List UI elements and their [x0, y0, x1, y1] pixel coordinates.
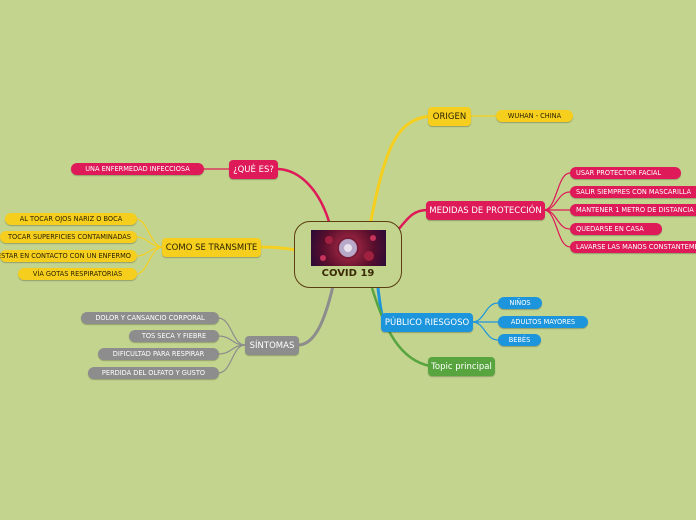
subtopic-bebes[interactable]: BEBÉS — [498, 334, 541, 346]
link-origen — [368, 114, 431, 226]
subtopic-perdida-olfato[interactable]: PERDIDA DEL OLFATO Y GUSTO — [88, 367, 219, 379]
subtopic-tos-fiebre[interactable]: TOS SECA Y FIEBRE — [129, 330, 219, 342]
subtopic-dificultad-respirar[interactable]: DIFICULTAD PARA RESPIRAR — [98, 348, 219, 360]
link-transmite — [259, 245, 297, 252]
topic-origen[interactable]: ORIGEN — [428, 107, 471, 126]
topic-que-es[interactable]: ¿QUÉ ES? — [229, 160, 278, 179]
subtopic-dolor-cansancio[interactable]: DOLOR Y CANSANCIO CORPORAL — [81, 312, 219, 324]
topic-principal[interactable]: Topic principal — [428, 357, 495, 376]
subtopic-lavarse-manos[interactable]: LAVARSE LAS MANOS CONSTANTEMENTE — [570, 241, 696, 253]
subtopic-superficies-contaminadas[interactable]: TOCAR SUPERFICIES CONTAMINADAS — [0, 231, 137, 243]
topic-sintomas[interactable]: SÍNTOMAS — [245, 336, 299, 355]
subtopic-adultos-mayores[interactable]: ADULTOS MAYORES — [498, 316, 588, 328]
subtopic-mascarilla[interactable]: SALIR SIEMPRES CON MASCARILLA — [570, 186, 696, 198]
topic-como-se-transmite[interactable]: COMO SE TRANSMITE — [162, 238, 261, 257]
subtopic-enfermedad-infecciosa[interactable]: UNA ENFERMEDAD INFECCIOSA — [71, 163, 204, 175]
link-que-es — [277, 167, 332, 226]
subtopic-gotas-respiratorias[interactable]: VÍA GOTAS RESPIRATORIAS — [18, 268, 137, 280]
subtopic-quedarse-casa[interactable]: QUEDARSE EN CASA — [570, 223, 662, 235]
subtopic-wuhan-china[interactable]: WUHAN - CHINA — [496, 110, 573, 122]
link-topic — [370, 287, 431, 368]
link-sintomas — [297, 285, 335, 347]
subtopic-contacto-enfermo[interactable]: ESTAR EN CONTACTO CON UN ENFERMO — [0, 250, 137, 262]
coronavirus-image — [311, 230, 386, 266]
subtopic-protector-facial[interactable]: USAR PROTECTOR FACIAL — [570, 167, 681, 179]
central-topic[interactable]: COVID 19 — [294, 221, 402, 288]
topic-publico-riesgoso[interactable]: PÚBLICO RIESGOSO — [381, 313, 473, 332]
topic-medidas-proteccion[interactable]: MEDIDAS DE PROTECCIÓN — [426, 201, 545, 220]
subtopic-distancia[interactable]: MANTENER 1 METRO DE DISTANCIA — [570, 204, 696, 216]
link-medidas — [397, 208, 429, 231]
central-topic-title: COVID 19 — [321, 268, 375, 279]
subtopic-ninos[interactable]: NIÑOS — [498, 297, 542, 309]
subtopic-tocar-ojos[interactable]: AL TOCAR OJOS NARIZ O BOCA — [5, 213, 137, 225]
